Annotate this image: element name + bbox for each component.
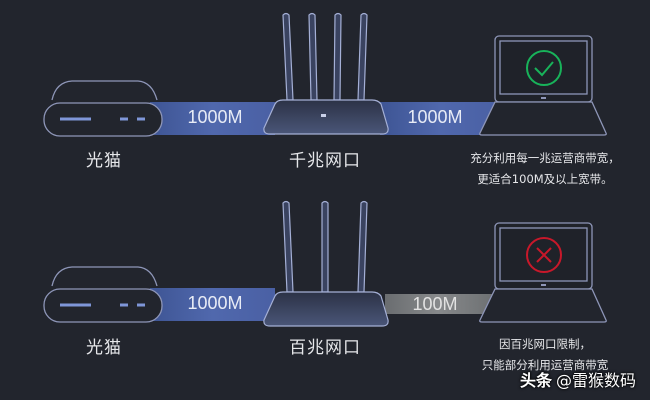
gigabit-scene-graphic: [43, 12, 607, 137]
link2-speed-label: 1000M: [407, 107, 463, 127]
router-icon: [263, 200, 389, 327]
router-icon: [263, 12, 389, 135]
watermark: 头条@雷猴数码: [520, 367, 636, 391]
laptop-icon: [479, 35, 607, 136]
x-circle-icon: [526, 237, 562, 273]
gigabit-scene: 1000M 1000M 光猫 千兆网口 充分利用每一兆运营商带宽， 更适合100…: [43, 12, 635, 190]
modem-icon: [43, 80, 163, 137]
check-circle-icon: [526, 50, 562, 86]
watermark-source: 头条: [520, 371, 553, 390]
modem-label: 光猫: [86, 338, 122, 358]
link1-speed-label: 1000M: [187, 293, 243, 313]
caption: 充分利用每一兆运营商带宽， 更适合100M及以上宽带。: [455, 148, 635, 190]
caption: 因百兆网口限制， 只能部分利用运营商带宽: [455, 334, 635, 376]
link-band-modem-router: [150, 288, 275, 321]
router-label: 百兆网口: [289, 338, 361, 358]
caption-line-1: 充分利用每一兆运营商带宽，: [470, 151, 620, 165]
watermark-author: @雷猴数码: [556, 371, 637, 390]
fast-ethernet-scene: 1000M 100M 光猫 百兆网口 因百兆网口限制， 只能部分利用运营商带宽: [0, 200, 650, 400]
link-band-modem-router: [150, 102, 275, 135]
modem-label: 光猫: [86, 151, 122, 171]
caption-line-2: 只能部分利用运营商带宽: [481, 358, 609, 372]
fast-ethernet-scene-graphic: [43, 200, 607, 327]
link-band-router-laptop: [385, 294, 492, 314]
link2-speed-label: 100M: [412, 294, 458, 314]
link1-speed-label: 1000M: [187, 107, 243, 127]
link-band-router-laptop: [380, 102, 500, 135]
modem-icon: [43, 266, 163, 323]
caption-line-1: 因百兆网口限制，: [499, 337, 591, 351]
router-label: 千兆网口: [289, 151, 361, 171]
caption-line-2: 更适合100M及以上宽带。: [477, 172, 613, 186]
